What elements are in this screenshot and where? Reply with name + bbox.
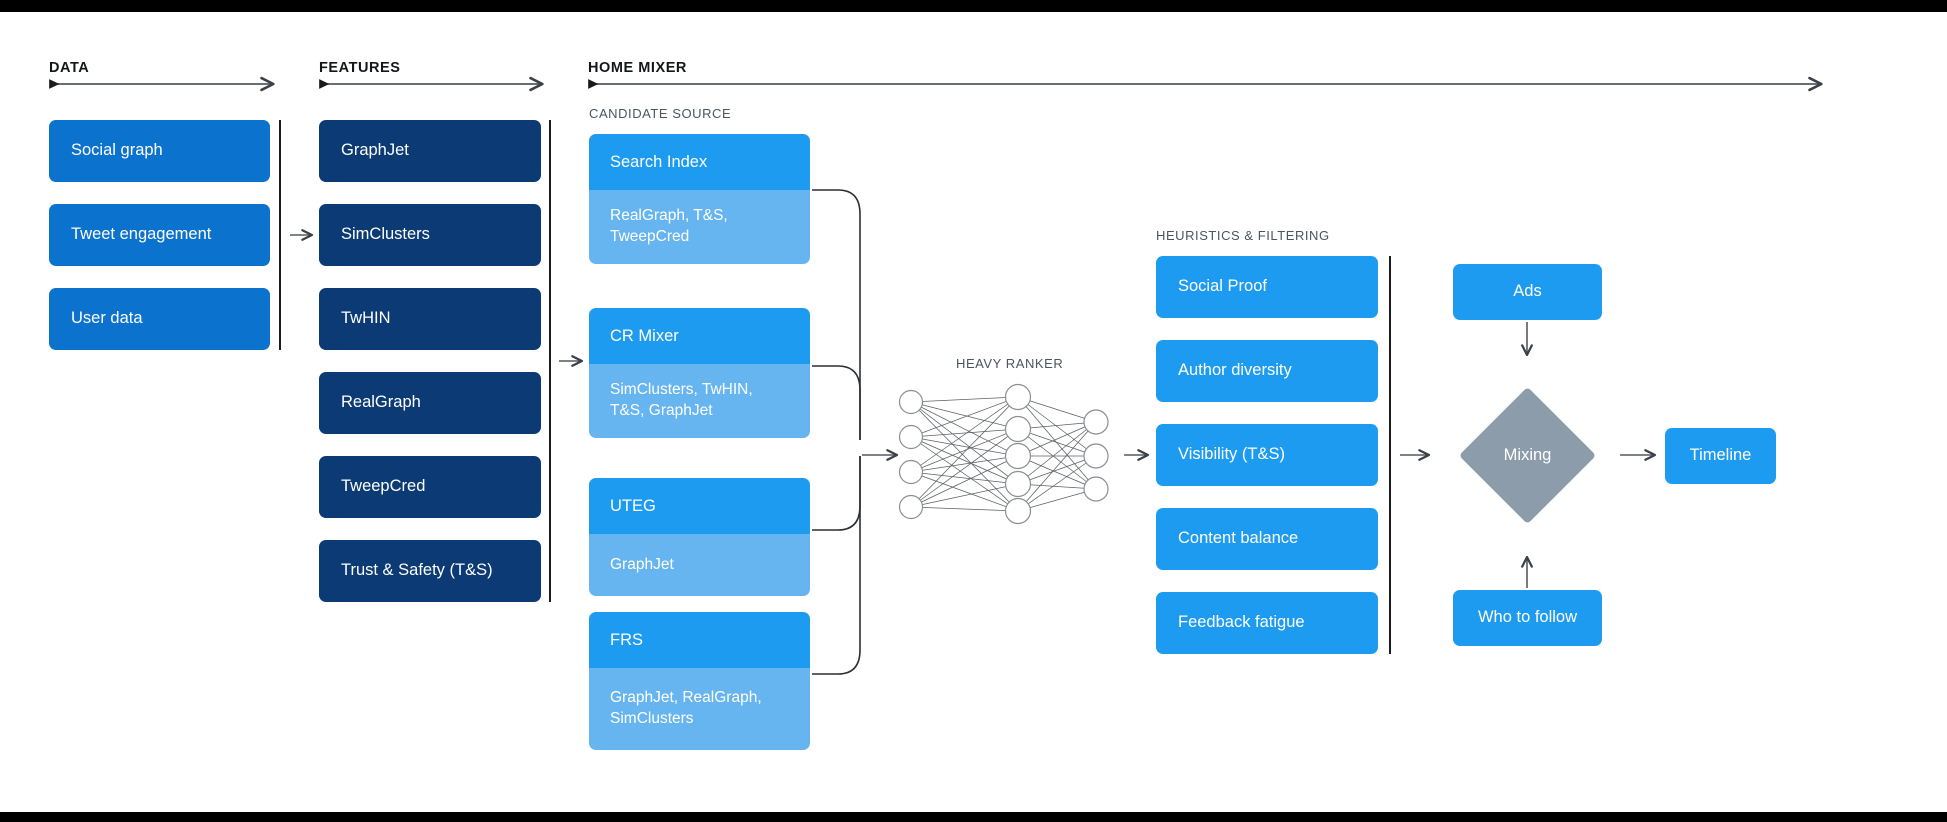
feature-box-tweepcred[interactable]: TweepCred — [319, 456, 541, 518]
feature-box-label: SimClusters — [341, 225, 430, 244]
candidate-source-header: CR Mixer — [589, 308, 810, 364]
output-box-ads[interactable]: Ads — [1453, 264, 1602, 320]
nn-input-node — [898, 494, 924, 520]
nn-input-node — [898, 459, 924, 485]
output-box-label: Ads — [1513, 282, 1542, 301]
nn-hidden-node — [1004, 442, 1032, 470]
candidate-source-title: FRS — [610, 630, 643, 649]
nn-output-node — [1083, 476, 1109, 502]
divider-heuristics-output — [1389, 256, 1391, 654]
section-title-features: FEATURES — [319, 60, 401, 76]
nn-input-node — [898, 424, 924, 450]
output-box-timeline[interactable]: Timeline — [1665, 428, 1776, 484]
heuristic-box-visibility[interactable]: Visibility (T&S) — [1156, 424, 1378, 486]
output-box-who-to-follow[interactable]: Who to follow — [1453, 590, 1602, 646]
feature-box-label: TweepCred — [341, 477, 426, 496]
feature-box-label: TwHIN — [341, 309, 391, 328]
feature-box-label: GraphJet — [341, 141, 409, 160]
feature-box-realgraph[interactable]: RealGraph — [319, 372, 541, 434]
section-title-candidate-source: CANDIDATE SOURCE — [589, 106, 732, 121]
feature-box-label: RealGraph — [341, 393, 421, 412]
candidate-merge-bracket — [812, 189, 861, 675]
candidate-source-body: GraphJet, RealGraph, SimClusters — [589, 668, 810, 750]
feature-box-simclusters[interactable]: SimClusters — [319, 204, 541, 266]
nn-input-node — [898, 389, 924, 415]
heuristic-box-label: Content balance — [1178, 529, 1299, 548]
candidate-source-body: RealGraph, T&S, TweepCred — [589, 190, 810, 264]
candidate-source-cr-mixer[interactable]: CR Mixer SimClusters, TwHIN, T&S, GraphJ… — [589, 308, 810, 438]
heuristic-box-label: Social Proof — [1178, 277, 1267, 296]
nn-output-node — [1083, 443, 1109, 469]
candidate-source-title: CR Mixer — [610, 326, 679, 345]
feature-box-graphjet[interactable]: GraphJet — [319, 120, 541, 182]
candidate-source-search-index[interactable]: Search Index RealGraph, T&S, TweepCred — [589, 134, 810, 264]
candidate-source-uteg[interactable]: UTEG GraphJet — [589, 478, 810, 596]
feature-box-trust-and-safety[interactable]: Trust & Safety (T&S) — [319, 540, 541, 602]
divider-features-home-mixer — [549, 120, 551, 602]
candidate-source-body: GraphJet — [589, 534, 810, 596]
candidate-source-features: SimClusters, TwHIN, T&S, GraphJet — [610, 381, 753, 419]
nn-hidden-node — [1004, 415, 1032, 443]
heuristic-box-label: Feedback fatigue — [1178, 613, 1305, 632]
output-box-label: Who to follow — [1477, 608, 1578, 627]
candidate-source-header: Search Index — [589, 134, 810, 190]
candidate-source-header: FRS — [589, 612, 810, 668]
candidate-source-header: UTEG — [589, 478, 810, 534]
bottom-letterbox-bar — [0, 812, 1947, 822]
top-letterbox-bar — [0, 0, 1947, 12]
section-title-home-mixer: HOME MIXER — [588, 60, 687, 76]
neural-network-edges — [910, 396, 1097, 512]
data-box-label: User data — [71, 309, 143, 328]
heuristic-box-label: Visibility (T&S) — [1178, 445, 1285, 464]
output-box-label: Timeline — [1689, 446, 1752, 465]
nn-output-node — [1083, 409, 1109, 435]
candidate-source-features: GraphJet, RealGraph, SimClusters — [610, 689, 762, 727]
neural-network-nodes — [898, 383, 1109, 525]
mixing-diamond[interactable] — [1458, 386, 1597, 525]
candidate-source-body: SimClusters, TwHIN, T&S, GraphJet — [589, 364, 810, 438]
candidate-source-title: Search Index — [610, 152, 708, 171]
section-title-heuristics: HEURISTICS & FILTERING — [1156, 228, 1330, 243]
section-title-heavy-ranker: HEAVY RANKER — [956, 356, 1064, 371]
nn-hidden-node — [1004, 497, 1032, 525]
candidate-source-features: RealGraph, T&S, TweepCred — [610, 207, 728, 245]
candidate-source-title: UTEG — [610, 496, 656, 515]
feature-box-twhin[interactable]: TwHIN — [319, 288, 541, 350]
candidate-source-features: GraphJet — [610, 555, 674, 573]
section-title-data: DATA — [49, 60, 90, 76]
candidate-source-frs[interactable]: FRS GraphJet, RealGraph, SimClusters — [589, 612, 810, 750]
heuristic-box-content-balance[interactable]: Content balance — [1156, 508, 1378, 570]
heuristic-box-social-proof[interactable]: Social Proof — [1156, 256, 1378, 318]
nn-hidden-node — [1004, 383, 1032, 411]
heuristic-box-author-diversity[interactable]: Author diversity — [1156, 340, 1378, 402]
nn-hidden-node — [1004, 470, 1032, 498]
divider-data-features — [279, 120, 281, 350]
data-box-label: Tweet engagement — [71, 225, 212, 244]
data-box-social-graph[interactable]: Social graph — [49, 120, 270, 182]
data-box-tweet-engagement[interactable]: Tweet engagement — [49, 204, 270, 266]
data-box-user-data[interactable]: User data — [49, 288, 270, 350]
heuristic-box-label: Author diversity — [1178, 361, 1292, 380]
feature-box-label: Trust & Safety (T&S) — [341, 561, 493, 580]
heuristic-box-feedback-fatigue[interactable]: Feedback fatigue — [1156, 592, 1378, 654]
data-box-label: Social graph — [71, 141, 163, 160]
